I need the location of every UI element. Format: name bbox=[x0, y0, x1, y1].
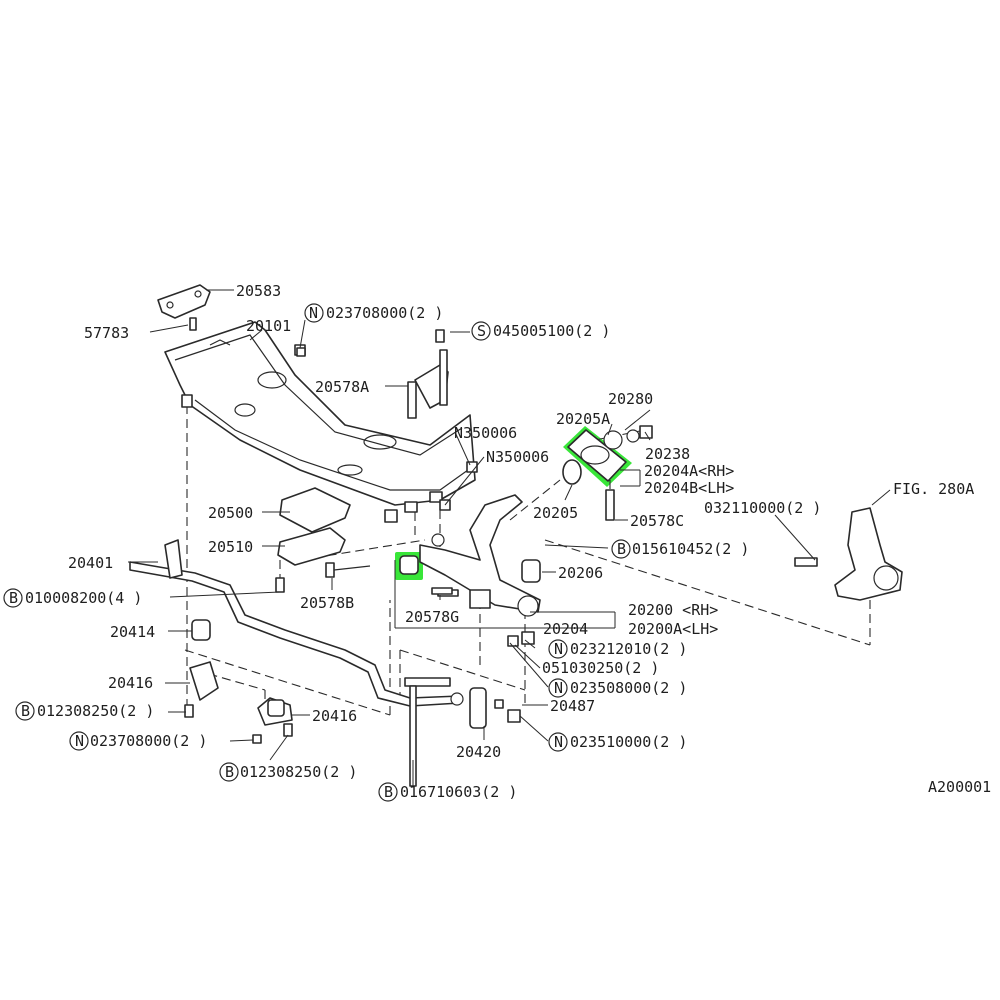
callout-20578C: 20578C bbox=[630, 512, 684, 530]
callout-prefix: B bbox=[9, 589, 18, 607]
callout-20238: 20238 bbox=[645, 445, 690, 463]
bracket-20578A bbox=[407, 329, 449, 419]
bushings bbox=[184, 577, 293, 744]
callout-20500: 20500 bbox=[208, 504, 253, 522]
callout-N350006: N350006 bbox=[454, 424, 517, 442]
callout-012308250: 012308250(2 ) bbox=[37, 702, 154, 720]
callout-N350006: N350006 bbox=[486, 448, 549, 466]
callout-20200A: 20200A<LH> bbox=[628, 620, 718, 638]
callout-57783: 57783 bbox=[84, 324, 129, 342]
callout-prefix: N bbox=[554, 679, 563, 697]
callout-20205A: 20205A bbox=[556, 410, 610, 428]
callout-20414: 20414 bbox=[110, 623, 155, 641]
labels: 20583 57783 20101 N 023708000(2 ) S 0450… bbox=[9, 282, 991, 801]
prefix-circles bbox=[3, 303, 631, 802]
callout-prefix: B bbox=[225, 763, 234, 781]
callout-051030250: 051030250(2 ) bbox=[542, 659, 659, 677]
cross-reference-label: FIG. 280A bbox=[893, 480, 974, 498]
callout-012308250: 012308250(2 ) bbox=[240, 763, 357, 781]
callout-20578B: 20578B bbox=[300, 594, 354, 612]
callout-20416: 20416 bbox=[108, 674, 153, 692]
leader-lines bbox=[128, 289, 891, 786]
callout-20204B: 20204B<LH> bbox=[644, 479, 734, 497]
link bbox=[404, 631, 535, 787]
callout-prefix: N bbox=[75, 732, 84, 750]
callout-20416: 20416 bbox=[312, 707, 357, 725]
callout-20280: 20280 bbox=[608, 390, 653, 408]
figure-code: A200001 bbox=[928, 778, 991, 796]
callout-20401: 20401 bbox=[68, 554, 113, 572]
callout-023708000: 023708000(2 ) bbox=[326, 304, 443, 322]
callout-20200: 20200 <RH> bbox=[628, 601, 718, 619]
callout-20204: 20204 bbox=[543, 620, 588, 638]
crossmember bbox=[164, 321, 476, 523]
callout-prefix: B bbox=[21, 702, 30, 720]
bushing-assembly bbox=[562, 425, 653, 521]
callout-20420: 20420 bbox=[456, 743, 501, 761]
callout-20510: 20510 bbox=[208, 538, 253, 556]
callout-023510000: 023510000(2 ) bbox=[570, 733, 687, 751]
callout-prefix: B bbox=[617, 540, 626, 558]
callout-20578A: 20578A bbox=[315, 378, 369, 396]
callout-016710603: 016710603(2 ) bbox=[400, 783, 517, 801]
callout-prefix: N bbox=[554, 640, 563, 658]
callout-20101: 20101 bbox=[246, 317, 291, 335]
callout-prefix: N bbox=[554, 733, 563, 751]
callout-010008200: 010008200(4 ) bbox=[25, 589, 142, 607]
plates bbox=[277, 487, 371, 578]
callout-032110000: 032110000(2 ) bbox=[704, 499, 821, 517]
callout-023508000: 023508000(2 ) bbox=[570, 679, 687, 697]
callout-045005100: 045005100(2 ) bbox=[493, 322, 610, 340]
callout-20487: 20487 bbox=[550, 697, 595, 715]
lower-arm bbox=[399, 494, 541, 617]
knuckle bbox=[794, 507, 903, 601]
callout-prefix: S bbox=[477, 322, 486, 340]
callout-20205: 20205 bbox=[533, 504, 578, 522]
callout-023212010: 023212010(2 ) bbox=[570, 640, 687, 658]
callout-20583: 20583 bbox=[236, 282, 281, 300]
callout-023708000: 023708000(2 ) bbox=[90, 732, 207, 750]
bracket-20583 bbox=[157, 284, 211, 331]
callout-20578G: 20578G bbox=[405, 608, 459, 626]
callout-prefix: N bbox=[309, 304, 318, 322]
callout-20206: 20206 bbox=[558, 564, 603, 582]
callout-20204A: 20204A<RH> bbox=[644, 462, 734, 480]
callout-prefix: B bbox=[384, 783, 393, 801]
callout-015610452: 015610452(2 ) bbox=[632, 540, 749, 558]
